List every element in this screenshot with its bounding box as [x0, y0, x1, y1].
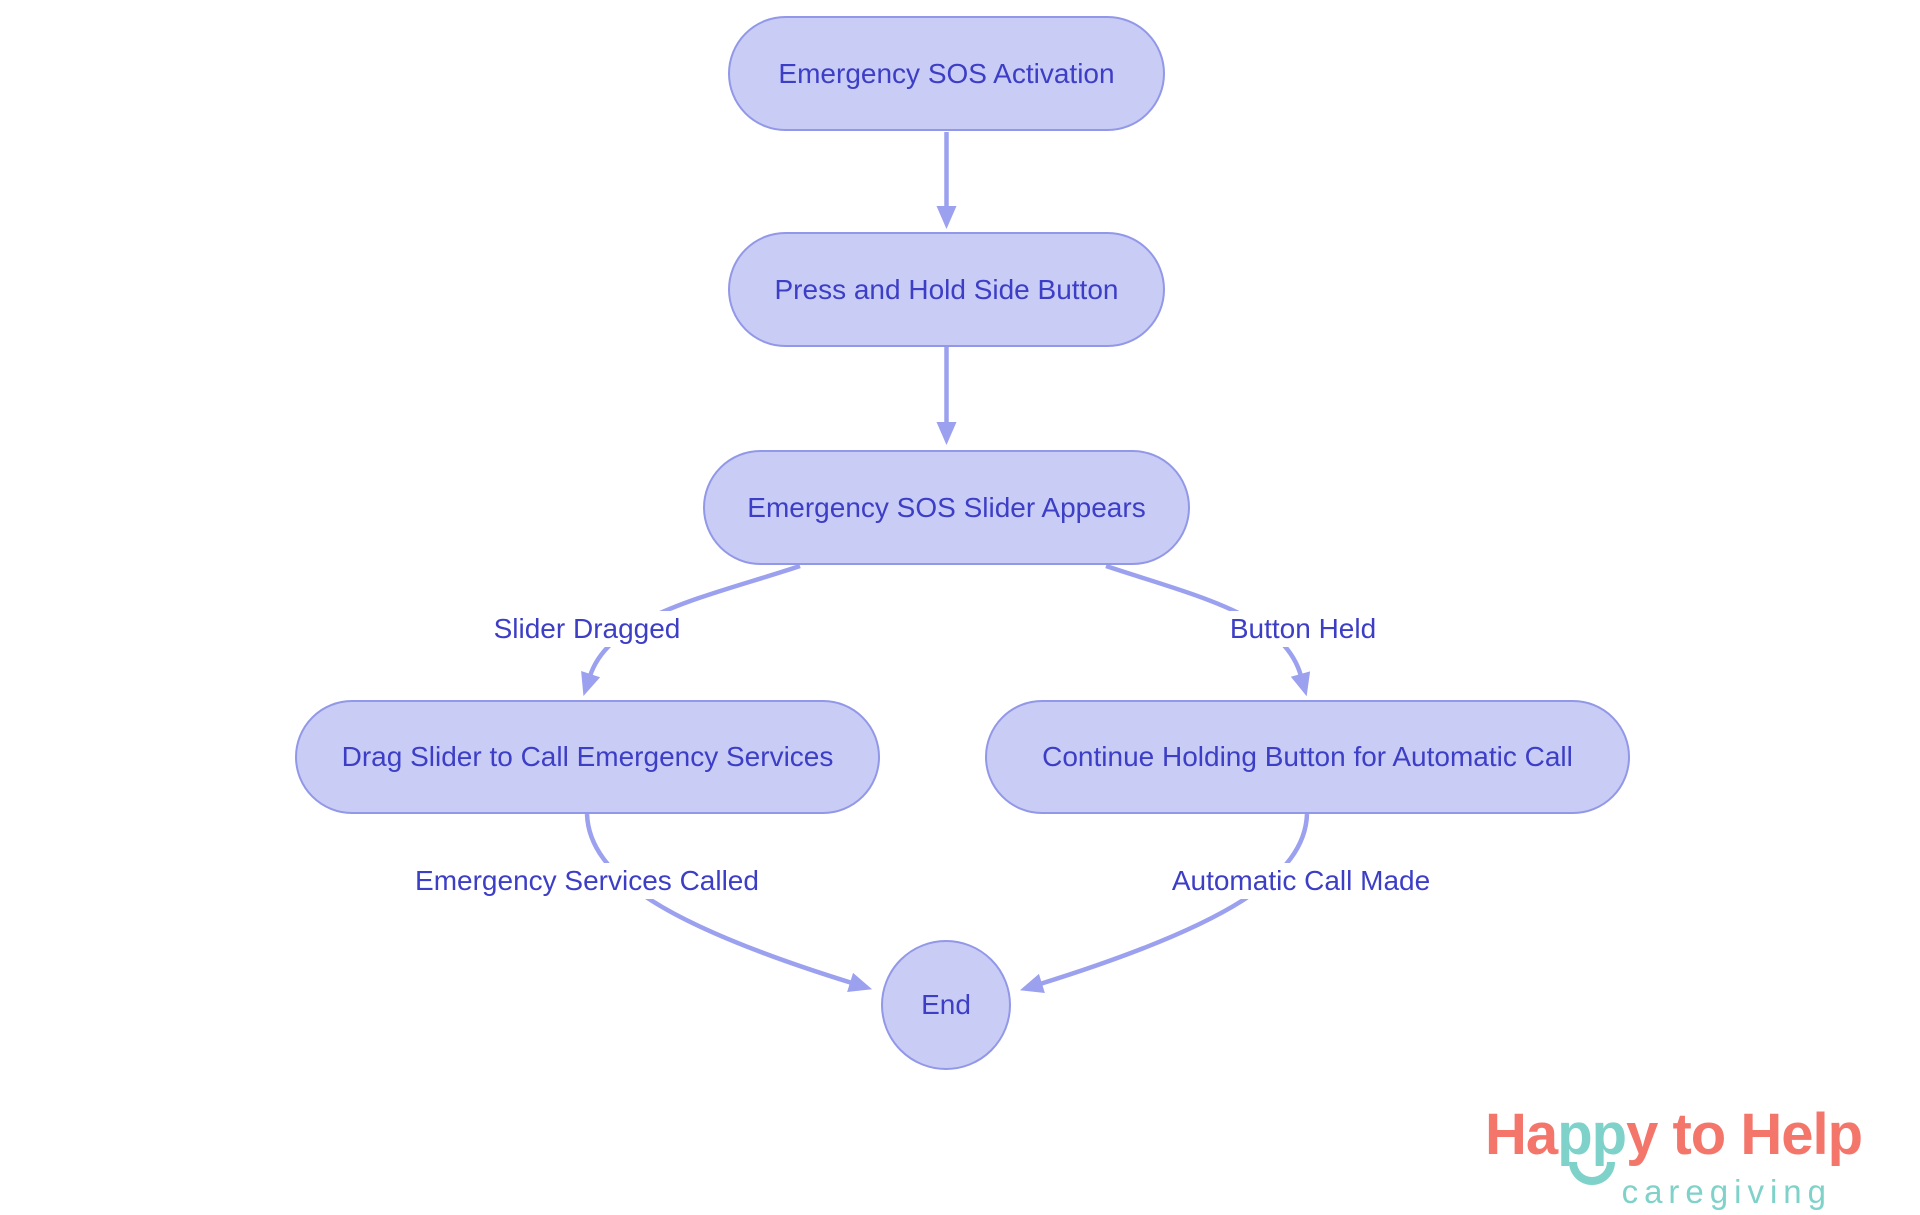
node-label: Emergency SOS Activation — [778, 57, 1115, 89]
edge-label-button-held: Button Held — [1219, 611, 1387, 647]
logo-part-pp-wrap: pp — [1557, 1102, 1627, 1185]
logo-part-to: to — [1657, 1102, 1741, 1167]
node-label: Drag Slider to Call Emergency Services — [341, 741, 834, 772]
node-label: Emergency SOS Slider Appears — [747, 491, 1146, 523]
edge-label-emergency-services-called: Emergency Services Called — [405, 863, 769, 899]
node-end: End — [881, 940, 1011, 1070]
logo-tagline: caregiving — [1621, 1172, 1832, 1210]
logo-part-help: Help — [1740, 1102, 1863, 1167]
node-label: Press and Hold Side Button — [774, 273, 1119, 305]
edge-slider-to-dragslider — [581, 563, 801, 696]
node-emergency-sos-slider-appears: Emergency SOS Slider Appears — [703, 450, 1190, 565]
node-emergency-sos-activation: Emergency SOS Activation — [728, 16, 1165, 131]
node-label: End — [921, 989, 971, 1020]
edge-slider-to-continueholding — [1105, 563, 1311, 697]
logo-part-ha: Ha — [1485, 1102, 1558, 1167]
edge-continueholding-to-end — [1019, 813, 1310, 993]
logo-part-y: y — [1626, 1102, 1658, 1167]
edge-label-slider-dragged: Slider Dragged — [483, 611, 691, 647]
node-continue-holding-button: Continue Holding Button for Automatic Ca… — [985, 700, 1630, 814]
node-drag-slider-to-call: Drag Slider to Call Emergency Services — [295, 700, 880, 814]
node-label: Continue Holding Button for Automatic Ca… — [1042, 741, 1573, 772]
smile-icon — [1568, 1162, 1615, 1185]
edge-label-automatic-call-made: Automatic Call Made — [1161, 863, 1441, 899]
logo-part-pp: pp — [1557, 1102, 1627, 1167]
edge-dragslider-to-end — [584, 813, 873, 992]
node-press-and-hold-side-button: Press and Hold Side Button — [728, 232, 1165, 347]
